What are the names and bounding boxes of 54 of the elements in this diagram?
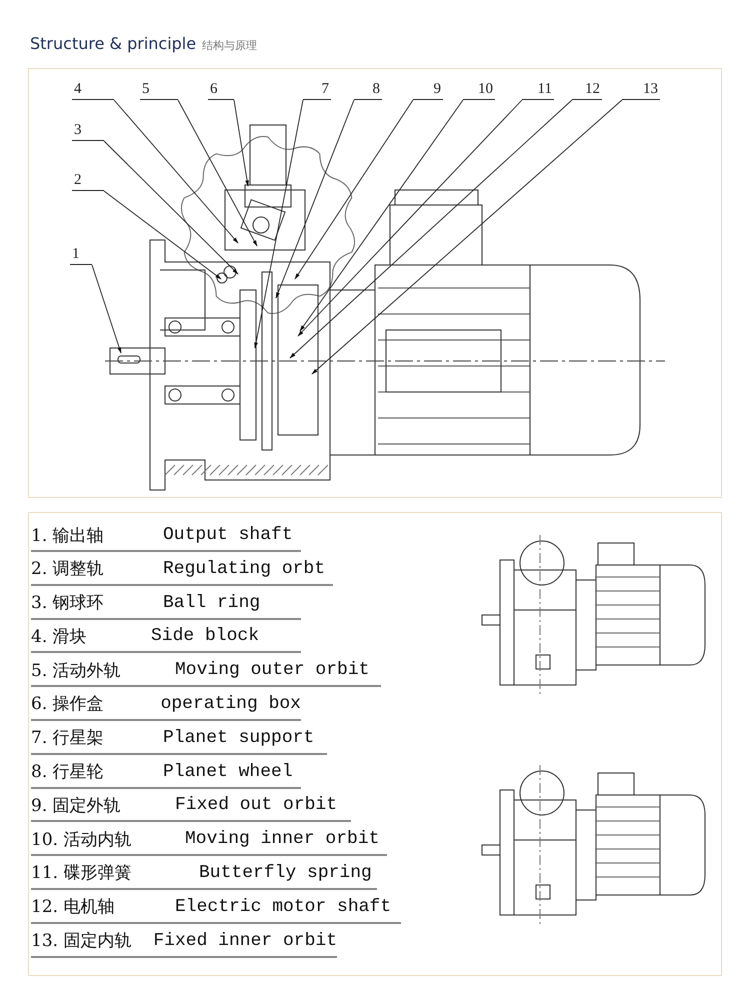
part-name-chinese: 5. 活动外轨	[31, 660, 122, 682]
part-name-english: Moving outer orbit	[175, 660, 370, 680]
part-name-english: Butterfly spring	[199, 862, 372, 883]
callout-number: 10	[463, 80, 495, 100]
leader-line	[254, 100, 304, 349]
leader-line	[312, 100, 622, 374]
part-name-english: Regulating orbt	[163, 558, 326, 579]
leader-line	[290, 100, 572, 358]
part-name-chinese: 4. 滑块	[31, 626, 88, 648]
subtitle: 结构与原理	[202, 38, 258, 53]
leader-line	[104, 190, 222, 280]
leader-line	[234, 100, 249, 187]
part-name-english: Fixed inner orbit	[153, 930, 337, 951]
callout-number: 11	[522, 80, 554, 100]
leader-line	[114, 100, 238, 244]
callout-number: 6	[208, 80, 234, 100]
part-name-chinese: 10. 活动内轨	[31, 828, 132, 851]
part-name-chinese: 8. 行星轮	[31, 761, 105, 784]
part-name-chinese: 11. 碟形弹簧	[31, 862, 132, 884]
part-name-english: Moving inner orbit	[185, 829, 380, 850]
callout-number: 3	[72, 121, 104, 141]
callout-number: 4	[72, 80, 114, 100]
callout-number: 12	[572, 80, 602, 100]
callout-number: 1	[70, 245, 92, 265]
leader-line	[300, 100, 464, 332]
part-name-chinese: 1. 输出轴	[31, 524, 105, 546]
callout-number: 9	[413, 80, 443, 100]
leader-line	[178, 100, 258, 247]
part-name-english: Planet wheel	[163, 762, 293, 782]
part-name-chinese: 7. 行星架	[31, 727, 105, 750]
callout-number: 8	[354, 80, 382, 100]
leader-line	[276, 100, 354, 299]
part-name-english: Output shaft	[163, 525, 293, 545]
part-name-english: Side block	[151, 626, 260, 646]
part-name-chinese: 6. 操作盒	[31, 693, 105, 716]
part-name-english: Fixed out orbit	[175, 795, 338, 816]
leader-line	[92, 264, 122, 354]
part-name-english: Planet support	[163, 728, 314, 748]
part-name-chinese: 2. 调整轨	[31, 558, 105, 580]
part-name-chinese: 3. 钢球环	[31, 592, 105, 614]
callout-number: 7	[303, 80, 331, 100]
part-name-chinese: 13. 固定内轨	[31, 930, 132, 952]
leader-line	[298, 100, 522, 336]
callout-number: 2	[72, 171, 104, 191]
leader-line	[294, 100, 414, 280]
leader-line	[104, 140, 238, 274]
part-name-chinese: 12. 电机轴	[31, 896, 116, 918]
callout-number: 5	[140, 80, 178, 100]
callout-number: 13	[622, 80, 660, 100]
part-name-english: Ball ring	[163, 592, 260, 613]
part-name-english: Electric motor shaft	[175, 896, 392, 917]
part-name-chinese: 9. 固定外轨	[31, 794, 122, 817]
part-name-english: operating box	[160, 694, 301, 714]
title: Structure & principle	[30, 34, 196, 53]
